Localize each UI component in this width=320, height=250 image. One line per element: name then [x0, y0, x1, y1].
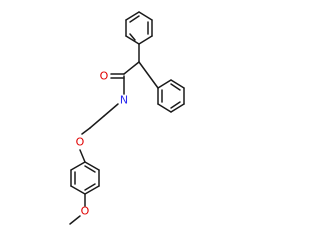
methoxy-oxygen-label: O — [81, 205, 90, 218]
bond-ch-to-ring2 — [138, 61, 159, 89]
right-phenyl-ring — [157, 79, 185, 113]
bond-methoxy-o-to-ch3 — [69, 215, 81, 225]
bond-o-to-ring — [79, 149, 86, 163]
amide-nitrogen-label: N — [120, 94, 128, 107]
carbonyl-oxygen-label: O — [100, 70, 109, 83]
bond-ch-to-carbonyl — [123, 61, 140, 75]
bond-n-to-ch2 — [103, 103, 119, 117]
molecule-structure: O N O O — [69, 11, 185, 225]
bond-ch2-to-ch2 — [89, 115, 105, 129]
ether-oxygen-label: O — [76, 136, 85, 149]
methoxyphenyl-ring — [70, 161, 100, 195]
bond-ch2-to-o — [81, 127, 91, 135]
upper-phenyl-ring — [125, 11, 153, 45]
